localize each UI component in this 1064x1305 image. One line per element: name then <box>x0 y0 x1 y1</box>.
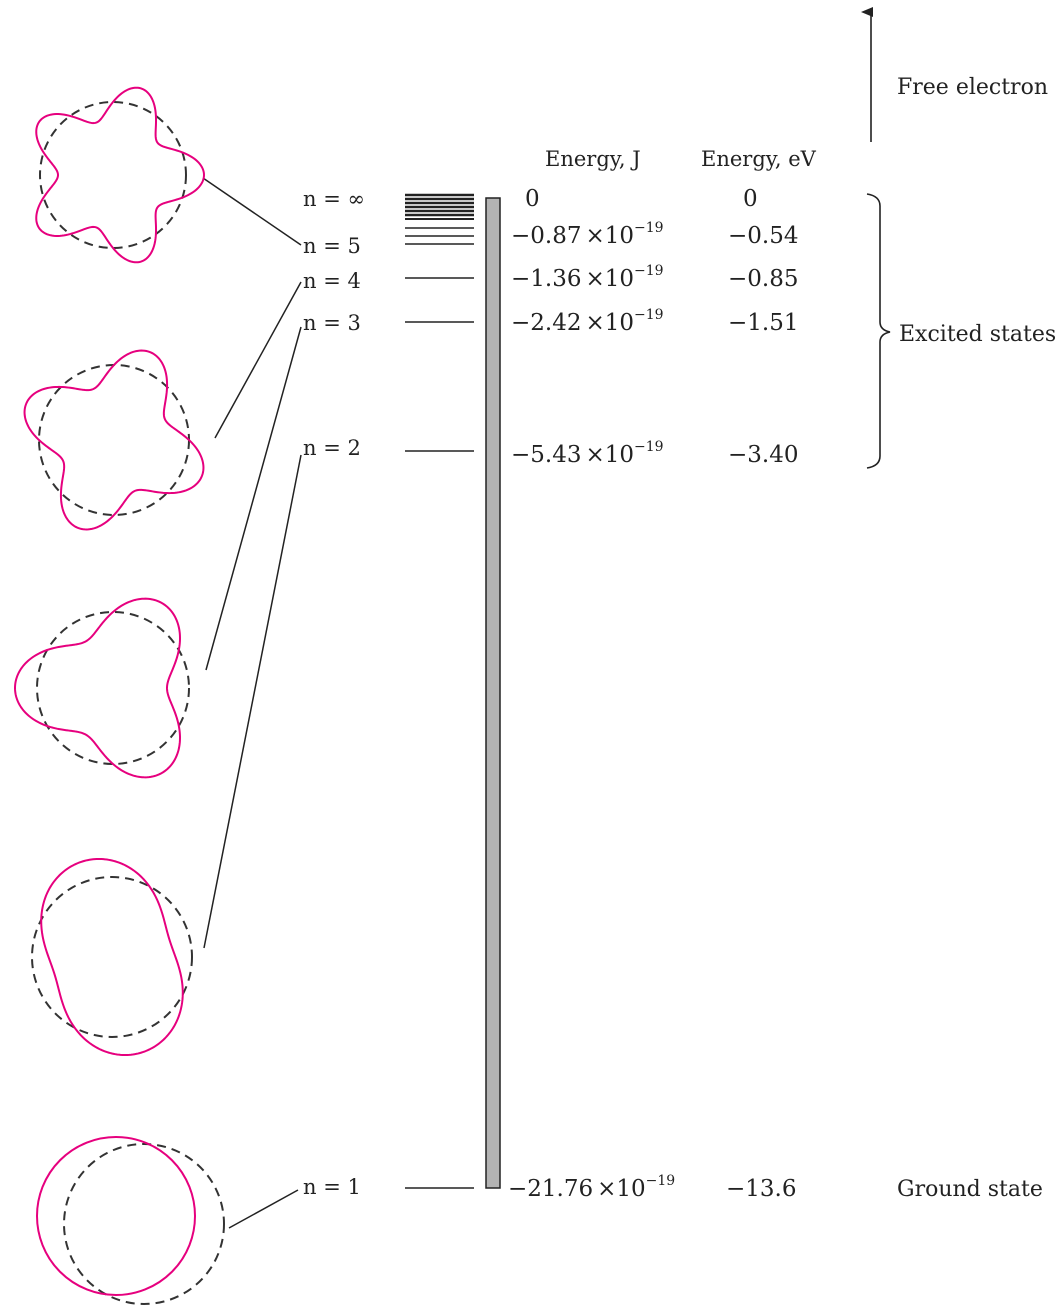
connector-n3 <box>205 326 302 671</box>
orbit-circle <box>39 101 187 249</box>
standing-wave-n4 <box>23 349 205 531</box>
wave-path <box>40 857 184 1057</box>
energy-ev-n3: −1.51 <box>728 310 798 336</box>
energy-ev-n5: −0.54 <box>728 223 798 249</box>
energy-ev-header: Energy, eV <box>701 147 817 171</box>
n5-label: n = 5 <box>303 234 361 258</box>
wave-path <box>35 86 206 264</box>
orbit-circle <box>63 1143 225 1305</box>
energy-ev-inf: 0 <box>743 186 758 212</box>
free-electron-label: Free electron <box>897 75 1048 100</box>
energy-j-inf: 0 <box>525 186 540 212</box>
ground-state-label: Ground state <box>897 1177 1043 1202</box>
orbit-circle <box>36 611 190 765</box>
standing-wave-n1 <box>36 1136 225 1305</box>
energy-j-n2: −5.43×10−19 <box>511 439 664 468</box>
excited-states-label: Excited states <box>899 322 1056 347</box>
connector-n4 <box>214 281 302 439</box>
n2-label: n = 2 <box>303 436 361 460</box>
wave-path <box>36 1136 196 1296</box>
wave-path <box>23 349 205 531</box>
standing-wave-n5 <box>35 86 206 264</box>
n1-label: n = 1 <box>303 1175 361 1199</box>
continuum-band <box>405 193 474 237</box>
connector-n5 <box>202 177 302 246</box>
n3-label: n = 3 <box>303 311 361 335</box>
energy-j-n3: −2.42×10−19 <box>511 307 664 336</box>
excited-states-brace <box>866 193 891 469</box>
n-infinity-label: n = ∞ <box>303 187 365 211</box>
energy-scale-bar <box>485 197 501 1189</box>
connector-n1 <box>228 1189 299 1229</box>
energy-j-n4: −1.36×10−19 <box>511 263 664 292</box>
n4-label: n = 4 <box>303 269 361 293</box>
orbit-circle <box>31 876 193 1038</box>
standing-wave-n3 <box>13 597 190 779</box>
energy-ev-n1: −13.6 <box>726 1176 796 1202</box>
connector-n2 <box>203 454 302 949</box>
standing-wave-n2 <box>31 857 193 1057</box>
energy-j-n5: −0.87×10−19 <box>511 220 664 249</box>
energy-ev-n2: −3.40 <box>728 442 798 468</box>
wave-path <box>13 597 181 779</box>
energy-j-n1: −21.76×10−19 <box>508 1173 675 1202</box>
energy-ev-n4: −0.85 <box>728 266 798 292</box>
energy-j-header: Energy, J <box>545 147 641 171</box>
